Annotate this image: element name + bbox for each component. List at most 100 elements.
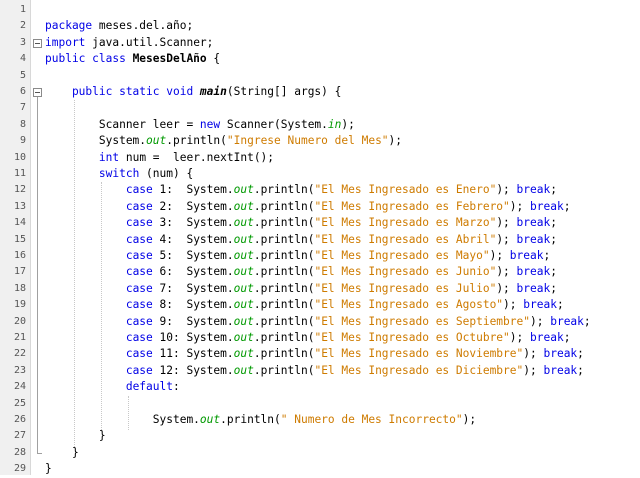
code-token: ); (496, 265, 517, 279)
code-token: ); (496, 232, 517, 246)
code-token: out (233, 232, 254, 246)
code-token: break (509, 249, 544, 262)
code-token: Scanner(System. (226, 117, 328, 131)
code-token: 2: System. (159, 199, 234, 213)
code-token: 5: System. (159, 249, 234, 262)
line-number: 20 (13, 315, 26, 327)
code-line: System.out.println(" Numero de Mes Incor… (45, 412, 476, 428)
code-token: out (233, 331, 254, 344)
code-token: .println( (253, 265, 315, 279)
code-token: case (125, 232, 160, 246)
code-line: case 2: System.out.println("El Mes Ingre… (45, 199, 571, 215)
code-token: break (523, 298, 557, 312)
code-token (45, 233, 126, 246)
code-token: ; (563, 331, 571, 344)
code-token (45, 265, 126, 278)
code-token: int (98, 150, 126, 164)
code-token: System. (45, 134, 147, 148)
indent-guide (127, 395, 129, 431)
code-token: : (172, 380, 180, 394)
code-line: case 6: System.out.println("El Mes Ingre… (45, 264, 557, 280)
code-token: out (233, 265, 254, 279)
code-token: case (125, 363, 160, 377)
code-token: ); (496, 281, 517, 295)
code-token: 10: System. (159, 331, 234, 344)
code-line: case 10: System.out.println("El Mes Ingr… (45, 330, 571, 346)
code-token: System. (45, 413, 200, 426)
code-token: meses.del.año; (98, 19, 194, 33)
line-number: 1 (19, 4, 26, 15)
code-token: .println( (253, 216, 315, 230)
code-token: "El Mes Ingresado es Junio" (314, 265, 497, 279)
line-number: 25 (13, 397, 26, 409)
code-line: case 11: System.out.println("El Mes Ingr… (45, 346, 584, 362)
code-token: ); (496, 183, 517, 197)
fold-toggle-icon[interactable] (33, 88, 42, 97)
code-token: .println( (253, 249, 315, 262)
code-token: new (199, 117, 227, 131)
code-token: public static void (45, 85, 200, 98)
code-token: { (206, 52, 221, 66)
indent-guide (73, 100, 75, 447)
code-token: 8: System. (159, 298, 234, 312)
code-area[interactable]: package meses.del.año;import java.util.S… (45, 0, 640, 475)
fold-toggle-icon[interactable] (33, 38, 42, 48)
code-token: case (125, 298, 160, 312)
code-token: "El Mes Ingresado es Agosto" (314, 298, 504, 312)
line-number: 28 (13, 446, 26, 458)
code-token: public class (45, 52, 133, 66)
code-token: java.util.Scanner; (92, 35, 214, 49)
code-token: case (125, 265, 160, 279)
line-number: 24 (13, 381, 26, 393)
line-number: 22 (13, 348, 26, 360)
code-token: out (233, 249, 254, 262)
code-token: .println( (253, 331, 315, 344)
code-token: "El Mes Ingresado es Julio" (314, 281, 497, 295)
line-number: 4 (19, 53, 26, 65)
code-token: 6: System. (159, 265, 234, 279)
code-token: "El Mes Ingresado es Noviembre" (314, 347, 524, 361)
code-token: ); (523, 347, 544, 361)
code-token: .println( (253, 281, 315, 295)
line-number: 5 (19, 69, 26, 81)
fold-gutter (31, 0, 45, 475)
code-token: case (125, 183, 160, 197)
code-token: ); (388, 134, 403, 148)
line-number: 14 (13, 217, 26, 229)
code-line: default: (45, 379, 180, 395)
code-token (45, 249, 126, 262)
code-token: .println( (220, 413, 281, 426)
code-token: break (530, 199, 564, 213)
code-token: " Numero de Mes Incorrecto" (280, 413, 463, 426)
code-token: "El Mes Ingresado es Diciembre" (314, 363, 524, 377)
code-token: case (125, 199, 160, 213)
code-token: .println( (253, 314, 315, 328)
line-number: 19 (13, 299, 26, 311)
code-token: main (199, 85, 227, 98)
code-token: .println( (253, 232, 315, 246)
code-token: ); (341, 117, 355, 131)
indent-guide (100, 182, 102, 431)
code-token: "El Mes Ingresado es Septiembre" (314, 314, 530, 328)
code-token: } (45, 462, 52, 476)
code-token (45, 347, 126, 360)
code-token: break (550, 314, 584, 328)
code-token: break (516, 232, 551, 246)
code-token: 3: System. (159, 216, 234, 230)
code-token: 1: System. (159, 183, 234, 197)
code-token: break (516, 183, 551, 197)
code-line: case 3: System.out.println("El Mes Ingre… (45, 215, 557, 231)
code-token (45, 364, 126, 377)
code-line: public static void main(String[] args) { (45, 84, 341, 100)
code-token: "El Mes Ingresado es Enero" (314, 183, 497, 197)
code-line: int num = leer.nextInt(); (45, 150, 274, 166)
code-token: 9: System. (159, 314, 234, 328)
code-token: (num) { (146, 167, 194, 180)
line-number: 29 (13, 463, 26, 475)
code-token (45, 298, 126, 311)
code-token: out (199, 413, 221, 426)
code-token (45, 167, 99, 180)
code-token (45, 183, 126, 196)
line-number: 18 (13, 282, 26, 294)
